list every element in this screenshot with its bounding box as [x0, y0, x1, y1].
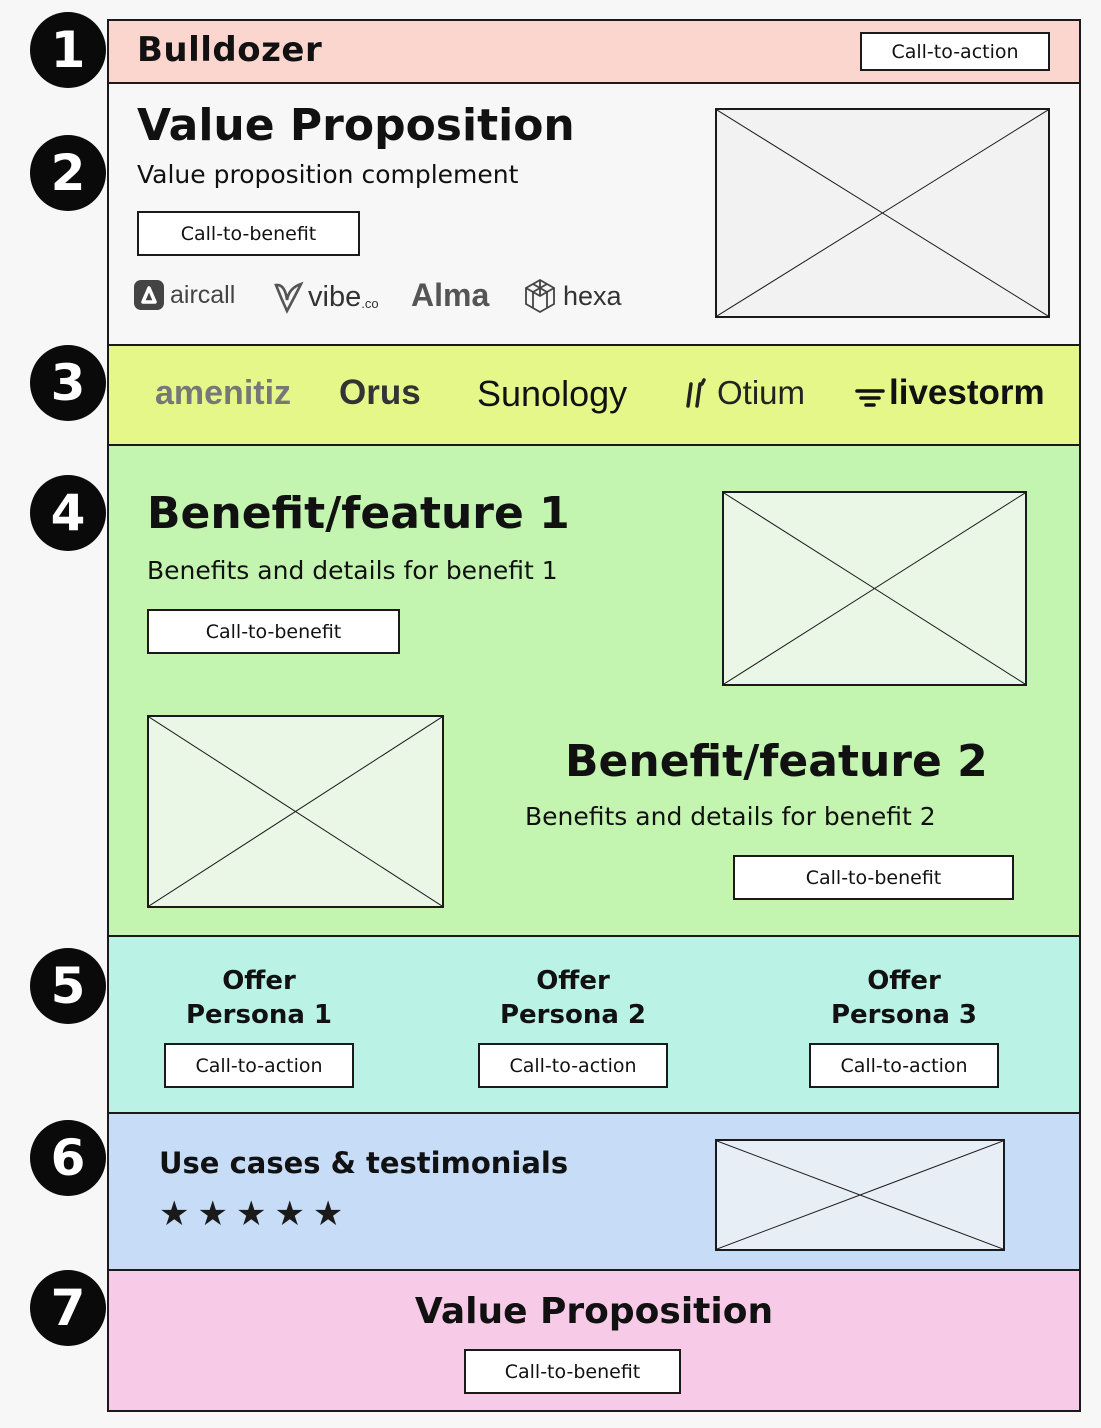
benefit-1-title: Benefit/feature 1: [147, 488, 570, 539]
livestorm-icon: [855, 380, 885, 407]
section-number-4: 4: [30, 475, 106, 551]
logo-amenitiz: amenitiz: [155, 374, 292, 412]
brand-name: Bulldozer: [137, 30, 323, 70]
hero-image-placeholder: [715, 108, 1050, 318]
benefit-1-cta-button[interactable]: Call-to-benefit: [147, 609, 400, 654]
hero-section: Value Proposition Value proposition comp…: [109, 84, 1079, 346]
section-number-1: 1: [30, 12, 106, 88]
benefit-2-details: Benefits and details for benefit 2: [525, 802, 936, 831]
logo-hexa: hexa: [523, 278, 622, 314]
offer-persona-3-cta-button[interactable]: Call-to-action: [809, 1043, 999, 1088]
aircall-icon: [134, 280, 164, 310]
section-number-3: 3: [30, 345, 106, 421]
offer-persona-2-cta-button[interactable]: Call-to-action: [478, 1043, 668, 1088]
hero-subtitle: Value proposition complement: [137, 160, 519, 189]
benefit-1-image-placeholder: [722, 491, 1027, 686]
benefit-2-title: Benefit/feature 2: [565, 736, 988, 787]
logo-vibe: vibe.co: [271, 280, 379, 314]
logo-otium: Otium: [683, 374, 805, 412]
final-cta-section: Value Proposition Call-to-benefit: [109, 1271, 1079, 1410]
testimonial-image-placeholder: [715, 1139, 1005, 1251]
testimonials-title: Use cases & testimonials: [159, 1146, 569, 1180]
image-placeholder-icon: [724, 493, 1025, 684]
hero-cta-button[interactable]: Call-to-benefit: [137, 211, 360, 256]
final-cta-button[interactable]: Call-to-benefit: [464, 1349, 681, 1394]
image-placeholder-icon: [717, 110, 1048, 316]
final-title: Value Proposition: [414, 1291, 774, 1332]
hero-title: Value Proposition: [137, 100, 575, 151]
section-number-6: 6: [30, 1120, 106, 1196]
section-number-7: 7: [30, 1270, 106, 1346]
logo-livestorm: livestorm: [855, 373, 1045, 413]
logo-bar-section: amenitiz Orus Sunology Otium livestorm: [109, 346, 1079, 446]
header-cta-button[interactable]: Call-to-action: [860, 32, 1050, 71]
logo-orus: Orus: [339, 373, 421, 412]
image-placeholder-icon: [149, 717, 442, 906]
hexa-icon: [523, 278, 557, 314]
benefits-section: Benefit/feature 1 Benefits and details f…: [109, 446, 1079, 937]
otium-icon: [683, 378, 709, 408]
logo-aircall: aircall: [134, 280, 235, 310]
benefit-1-details: Benefits and details for benefit 1: [147, 556, 558, 585]
benefit-2-cta-button[interactable]: Call-to-benefit: [733, 855, 1014, 900]
section-number-5: 5: [30, 948, 106, 1024]
testimonials-section: Use cases & testimonials ★★★★★: [109, 1114, 1079, 1271]
vibe-icon: [271, 280, 305, 314]
rating-stars: ★★★★★: [159, 1194, 352, 1234]
logo-sunology: Sunology: [477, 373, 628, 414]
image-placeholder-icon: [717, 1141, 1003, 1249]
page-wireframe: Bulldozer Call-to-action Value Propositi…: [107, 19, 1081, 1412]
logo-alma: Alma: [411, 277, 490, 313]
header-section: Bulldozer Call-to-action: [109, 21, 1079, 84]
offer-persona-1-cta-button[interactable]: Call-to-action: [164, 1043, 354, 1088]
section-number-2: 2: [30, 135, 106, 211]
benefit-2-image-placeholder: [147, 715, 444, 908]
